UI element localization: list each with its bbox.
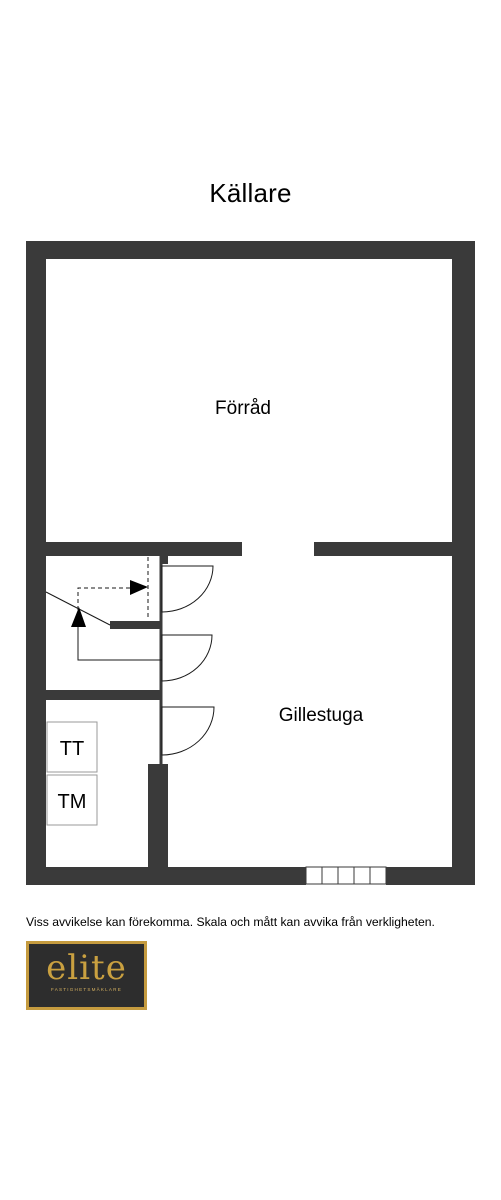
dryer-box <box>46 721 98 773</box>
outer-wall-top <box>26 241 475 259</box>
outer-wall-right <box>452 241 475 885</box>
window-bottom <box>305 866 387 885</box>
inner-wall-thin <box>160 556 168 564</box>
door-swings <box>161 565 215 756</box>
stair-arrow-up <box>71 607 86 627</box>
partition-wall-left <box>46 542 242 556</box>
washer-label: TM <box>58 791 87 813</box>
door-swing-upper <box>161 565 214 613</box>
dryer-label: TT <box>60 738 84 760</box>
floor-title: Källare <box>209 178 292 208</box>
laundry-appliances <box>46 721 98 826</box>
outer-wall-bottom-right <box>386 867 475 885</box>
inner-wall-horizontal <box>46 690 160 700</box>
washer-box <box>46 774 98 826</box>
stair-arrow-right <box>130 580 148 595</box>
disclaimer-text: Viss avvikelse kan förekomma. Skala och … <box>26 915 435 929</box>
door-swing-lower <box>161 706 215 756</box>
door-swing-middle <box>161 634 213 682</box>
brand-logo: elite FASTIGHETSMÄKLARE <box>26 941 147 1010</box>
partition-wall-right <box>314 542 452 556</box>
stair-wall-stub <box>110 621 160 629</box>
logo-tagline: FASTIGHETSMÄKLARE <box>51 987 122 992</box>
outer-wall-left <box>26 241 46 885</box>
logo-wordmark: elite <box>46 948 127 988</box>
stairs <box>45 557 162 661</box>
room-label-storage: Förråd <box>215 398 271 419</box>
walls <box>26 241 475 885</box>
inner-wall-vertical <box>148 764 168 867</box>
room-label-family-room: Gillestuga <box>279 705 364 726</box>
outer-wall-bottom-left <box>26 867 306 885</box>
